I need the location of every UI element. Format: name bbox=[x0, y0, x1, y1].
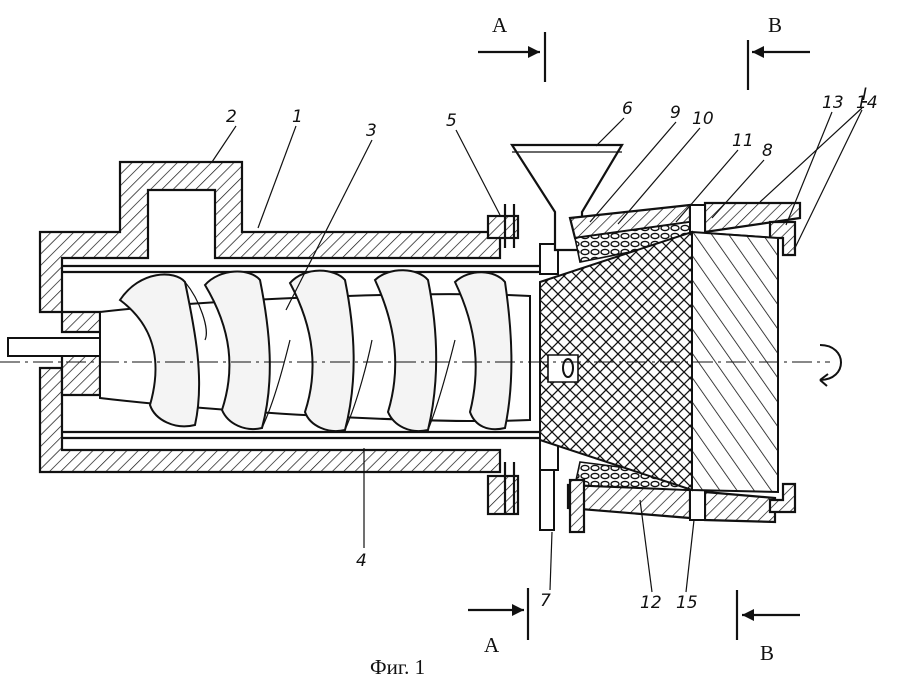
part-labels: 2 1 3 5 6 9 10 11 8 I 13 14 4 7 12 15 bbox=[226, 85, 878, 613]
label-15: 14 bbox=[856, 93, 878, 113]
label-1: 1 bbox=[292, 107, 303, 127]
screw-auger bbox=[99, 269, 531, 432]
leader-lines bbox=[211, 107, 863, 593]
figure-caption: Фиг. 1 bbox=[370, 655, 425, 679]
label-7: 7 bbox=[540, 591, 551, 611]
rotation-arrow bbox=[819, 344, 842, 381]
label-I: I bbox=[862, 85, 867, 105]
label-6: 6 bbox=[622, 99, 633, 119]
label-8: 8 bbox=[762, 141, 773, 161]
section-b-bottom: В bbox=[760, 641, 774, 665]
housing bbox=[38, 160, 502, 474]
label-14: 15 bbox=[676, 593, 698, 613]
label-13: 13 bbox=[822, 93, 844, 113]
section-markers bbox=[468, 32, 810, 640]
section-b-top: В bbox=[768, 13, 782, 37]
mesh-cone bbox=[539, 230, 693, 492]
sieve-housing bbox=[566, 201, 802, 524]
barrel-liner bbox=[62, 264, 540, 440]
section-letters: А В А В bbox=[484, 13, 782, 665]
label-5: 5 bbox=[446, 111, 457, 131]
section-a-bottom: А bbox=[484, 633, 500, 657]
label-11: 11 bbox=[732, 131, 754, 151]
label-9: 9 bbox=[670, 103, 681, 123]
label-10: 10 bbox=[692, 109, 714, 129]
label-12: 12 bbox=[640, 593, 662, 613]
rotation-arrow-head bbox=[819, 373, 829, 387]
label-4: 4 bbox=[356, 551, 367, 571]
label-3: 3 bbox=[366, 121, 377, 141]
outlet-7 bbox=[539, 469, 586, 534]
label-2: 2 bbox=[226, 107, 237, 127]
section-a-top: А bbox=[492, 13, 508, 37]
flange-bolts bbox=[486, 204, 559, 516]
